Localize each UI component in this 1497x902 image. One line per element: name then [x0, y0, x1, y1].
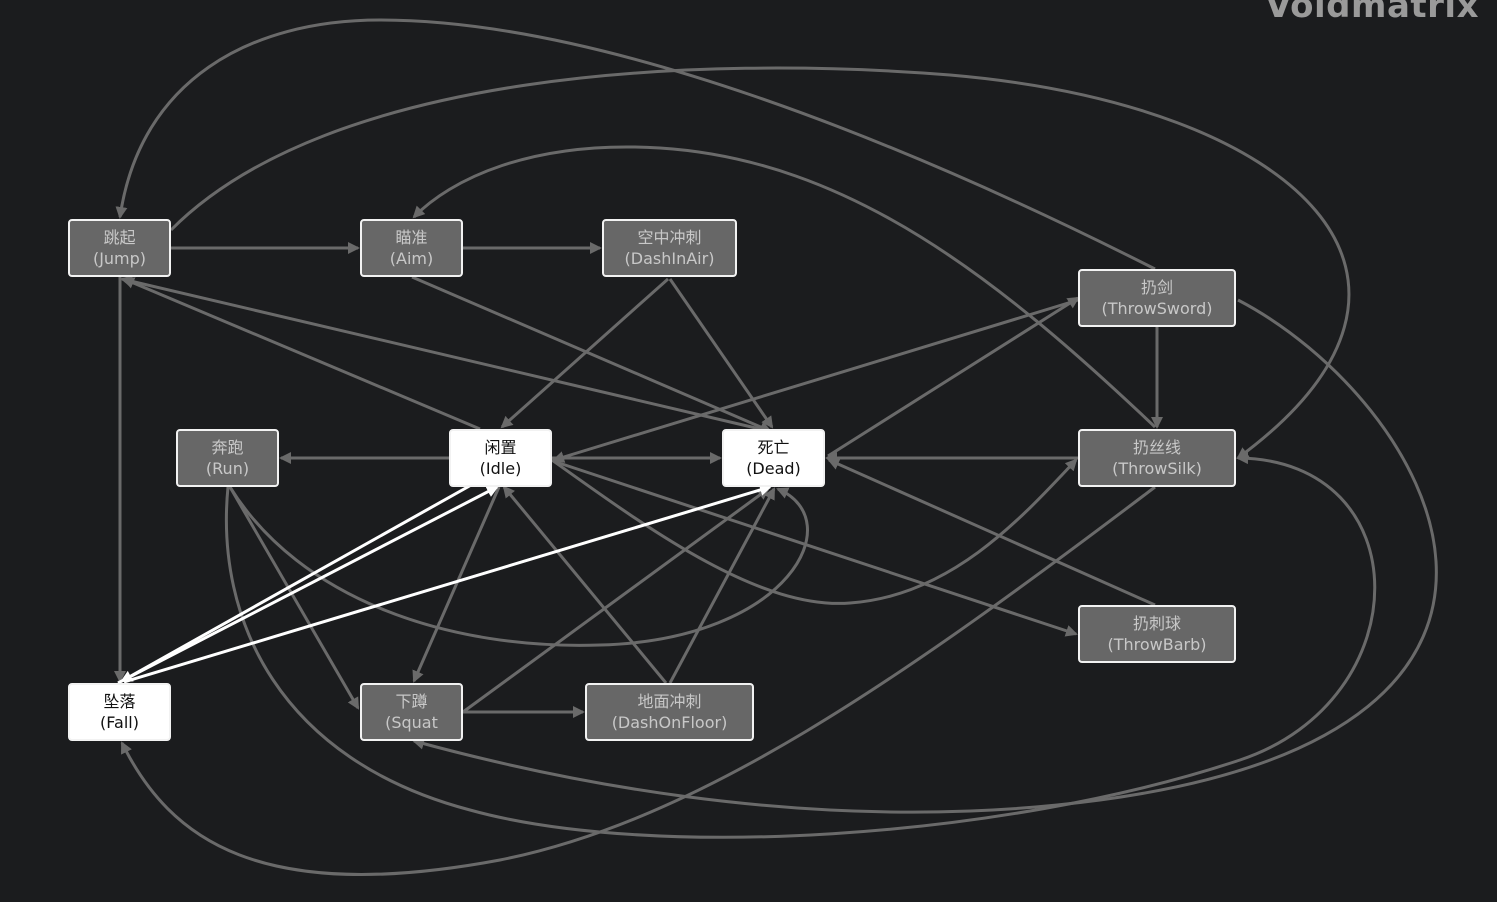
state-label-zh: 扔丝线: [1132, 438, 1181, 457]
edge-dashonfloor-to-dead: [668, 487, 776, 684]
state-node-dashonfloor[interactable]: 地面冲刺 (DashOnFloor): [585, 683, 754, 741]
edge-throwsilk-to-fall: [120, 485, 1156, 877]
state-node-run[interactable]: 奔跑 (Run): [176, 429, 279, 487]
edge-dead-to-aim: [412, 145, 1157, 429]
edge-run-to-dead: [228, 486, 809, 647]
edge-idle-to-throwbarb: [555, 460, 1078, 637]
state-node-aim[interactable]: 瞄准 (Aim): [360, 219, 463, 277]
state-node-fall[interactable]: 坠落 (Fall): [68, 683, 171, 741]
edge-idle-to-fall: [120, 473, 490, 683]
state-label-en: (ThrowBarb): [1107, 635, 1207, 654]
edge-dead-to-jump: [120, 275, 761, 431]
state-label-en: (Dead): [746, 459, 801, 478]
edge-idle-to-squat: [412, 486, 501, 683]
state-label-zh: 扔剑: [1140, 278, 1173, 297]
state-label-zh: 空中冲刺: [637, 228, 702, 247]
edge-dashonfloor-to-idle: [502, 485, 668, 684]
state-node-squat[interactable]: 下蹲 (Squat: [360, 683, 463, 741]
state-label-zh: 闲置: [484, 438, 517, 457]
edge-idle-to-jump: [122, 277, 481, 431]
state-label-en: (Aim): [389, 249, 434, 268]
edge-throwbarb-to-dead: [827, 458, 1156, 607]
state-label-en: (DashInAir): [624, 249, 715, 268]
state-label-zh: 坠落: [103, 692, 136, 711]
edge-run-to-throwsilk: [224, 452, 1377, 839]
state-label-en: (Squat: [385, 713, 438, 732]
edge-fall-to-dead: [123, 484, 772, 684]
state-label-zh: 跳起: [103, 228, 136, 247]
edge-jump-to-throwsilk: [169, 66, 1351, 460]
edge-dead-to-throwsword: [827, 296, 1080, 458]
state-label-en: (ThrowSilk): [1112, 459, 1202, 478]
state-label-zh: 死亡: [757, 438, 790, 457]
state-label-zh: 瞄准: [395, 228, 428, 247]
state-label-zh: 扔刺球: [1132, 614, 1181, 633]
edge-throwsword-to-idle: [552, 298, 1079, 463]
state-node-idle[interactable]: 闲置 (Idle): [449, 429, 552, 487]
state-label-en: (Idle): [479, 459, 522, 478]
state-label-en: (Fall): [100, 713, 139, 732]
watermark: Voidmatrix: [1265, 0, 1479, 26]
state-node-throwsword[interactable]: 扔剑 (ThrowSword): [1078, 269, 1236, 327]
edge-throwsword-to-squat: [412, 298, 1438, 814]
state-node-throwbarb[interactable]: 扔刺球 (ThrowBarb): [1078, 605, 1236, 663]
edge-fall-to-idle: [117, 485, 499, 685]
edge-dashinair-to-dead: [668, 278, 774, 429]
edge-dashinair-to-idle: [500, 277, 669, 429]
state-node-throwsilk[interactable]: 扔丝线 (ThrowSilk): [1078, 429, 1236, 487]
state-node-jump[interactable]: 跳起 (Jump): [68, 219, 171, 277]
state-node-dashinair[interactable]: 空中冲刺 (DashInAir): [602, 219, 737, 277]
edge-squat-to-dead: [462, 487, 770, 714]
edge-idle-to-throwsilk: [551, 458, 1078, 605]
state-label-zh: 奔跑: [211, 438, 244, 457]
state-label-zh: 下蹲: [395, 692, 428, 711]
state-label-en: (DashOnFloor): [611, 713, 728, 732]
edge-run-to-squat: [228, 486, 360, 710]
edge-aim-to-dead: [411, 275, 772, 433]
state-label-en: (Jump): [92, 249, 147, 268]
state-node-dead[interactable]: 死亡 (Dead): [722, 429, 825, 487]
state-label-zh: 地面冲刺: [637, 692, 702, 711]
edge-throwsword-to-jump: [115, 18, 1156, 271]
state-label-en: (Run): [205, 459, 250, 478]
state-label-en: (ThrowSword): [1101, 299, 1213, 318]
